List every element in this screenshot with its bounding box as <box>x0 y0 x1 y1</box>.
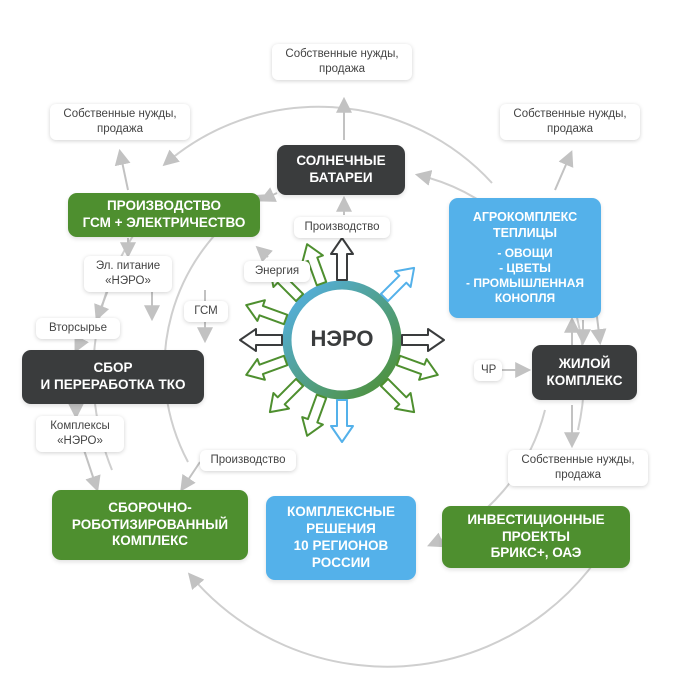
label-nero-complexes: Комплексы «НЭРО» <box>36 416 124 452</box>
ray-left <box>239 328 283 352</box>
arrow-energy-to-fuel <box>255 245 273 263</box>
arrow-agro-to-righttop <box>554 150 574 191</box>
node-housing-complex-label: Жилой комплекс <box>546 355 623 388</box>
outer-ring-arc-top <box>162 105 493 184</box>
label-production-bottom: Производство <box>200 450 296 471</box>
node-fuel-production[interactable]: Производство ГСМ + электричество <box>68 193 260 237</box>
center-label: НЭРО <box>310 326 374 351</box>
node-assembly-complex-label: Сборочно- роботизированный комплекс <box>71 499 229 549</box>
label-energy: Энергия <box>244 261 310 282</box>
label-own-needs-left: Собственные нужды, продажа <box>50 104 190 140</box>
ray-up <box>330 237 354 281</box>
arrow-recycle-to-waste <box>74 334 89 353</box>
node-investment-projects-label: Инвестиционные проекты БРИКС+, ОАЭ <box>467 511 605 561</box>
arrow-complexes-to-assembly <box>83 449 101 493</box>
node-complex-solutions[interactable]: Комплексные решения 10 регионов России <box>266 496 416 580</box>
arrow-power-down <box>94 289 110 321</box>
ray-down <box>330 399 354 443</box>
node-agro-complex-title: Агрокомплекс теплицы <box>472 210 578 240</box>
ray-down-left-2 <box>301 393 328 437</box>
label-production-top: Производство <box>294 217 390 238</box>
node-complex-solutions-label: Комплексные решения 10 регионов России <box>287 504 395 570</box>
ray-down-left <box>268 377 305 414</box>
arrow-fuel-to-lefttop <box>114 148 131 191</box>
center-disc <box>292 290 392 390</box>
label-own-needs-bottom-right: Собственные нужды, продажа <box>508 450 648 486</box>
ray-up-right <box>379 266 416 303</box>
arrow-solar-to-fuel <box>259 187 278 202</box>
node-solar-panels-label: Солнечные батареи <box>296 153 386 185</box>
node-waste-processing-label: Сбор и переработка ТКО <box>40 360 186 392</box>
label-recyclables: Вторсырье <box>36 318 120 339</box>
connector-arrows <box>68 96 607 493</box>
ray-right-down <box>395 354 439 381</box>
node-housing-complex[interactable]: Жилой комплекс <box>532 345 637 400</box>
node-assembly-complex[interactable]: Сборочно- роботизированный комплекс <box>52 490 248 560</box>
ray-left-down <box>245 354 289 381</box>
node-agro-complex[interactable]: Агрокомплекс теплицы - овощи - цветы - п… <box>449 198 601 318</box>
ray-down-right <box>379 377 416 414</box>
label-emergency: ЧР <box>474 360 502 381</box>
arrow-prod-to-assembly <box>180 461 201 492</box>
center-ring <box>282 280 402 400</box>
node-agro-complex-items: - овощи - цветы - промышленная конопля <box>466 245 584 305</box>
node-investment-projects[interactable]: Инвестиционные проекты БРИКС+, ОАЭ <box>442 506 630 568</box>
node-solar-panels[interactable]: Солнечные батареи <box>277 145 405 195</box>
node-fuel-production-label: Производство ГСМ + электричество <box>82 198 246 230</box>
label-fuel: ГСМ <box>184 301 228 322</box>
label-power-supply: Эл. питание «НЭРО» <box>84 256 172 292</box>
node-waste-processing[interactable]: Сбор и переработка ТКО <box>22 350 204 404</box>
ray-left-up <box>245 299 289 326</box>
ray-right <box>401 328 445 352</box>
outer-ring-arc-bottom <box>187 519 621 668</box>
label-own-needs-top: Собственные нужды, продажа <box>272 44 412 80</box>
label-own-needs-right: Собственные нужды, продажа <box>500 104 640 140</box>
radiating-arrows <box>239 237 445 443</box>
